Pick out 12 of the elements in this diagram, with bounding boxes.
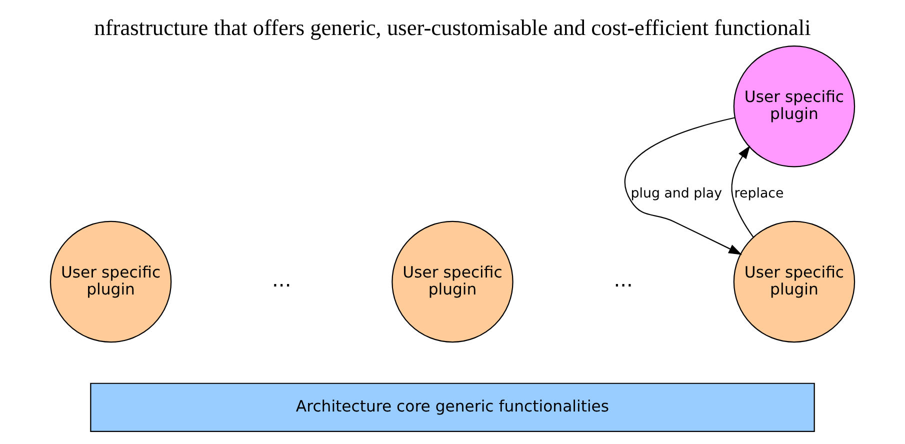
- label: ...: [614, 268, 633, 292]
- arrow: [731, 145, 754, 238]
- node-circle: User specific plugin: [733, 46, 856, 168]
- node-circle: User specific plugin: [733, 220, 856, 343]
- edge-label: plug and play: [630, 186, 722, 202]
- edge-label: replace: [734, 186, 784, 202]
- label: ...: [272, 268, 292, 292]
- diagram-title: nfrastructure that offers generic, user-customisable and cost-efficient functionali: [94, 14, 811, 40]
- arrow: [624, 117, 742, 255]
- node-box: Architecture core generic functionalities: [90, 382, 815, 432]
- node-circle: User specific plugin: [392, 220, 514, 343]
- node-circle: User specific plugin: [50, 220, 172, 343]
